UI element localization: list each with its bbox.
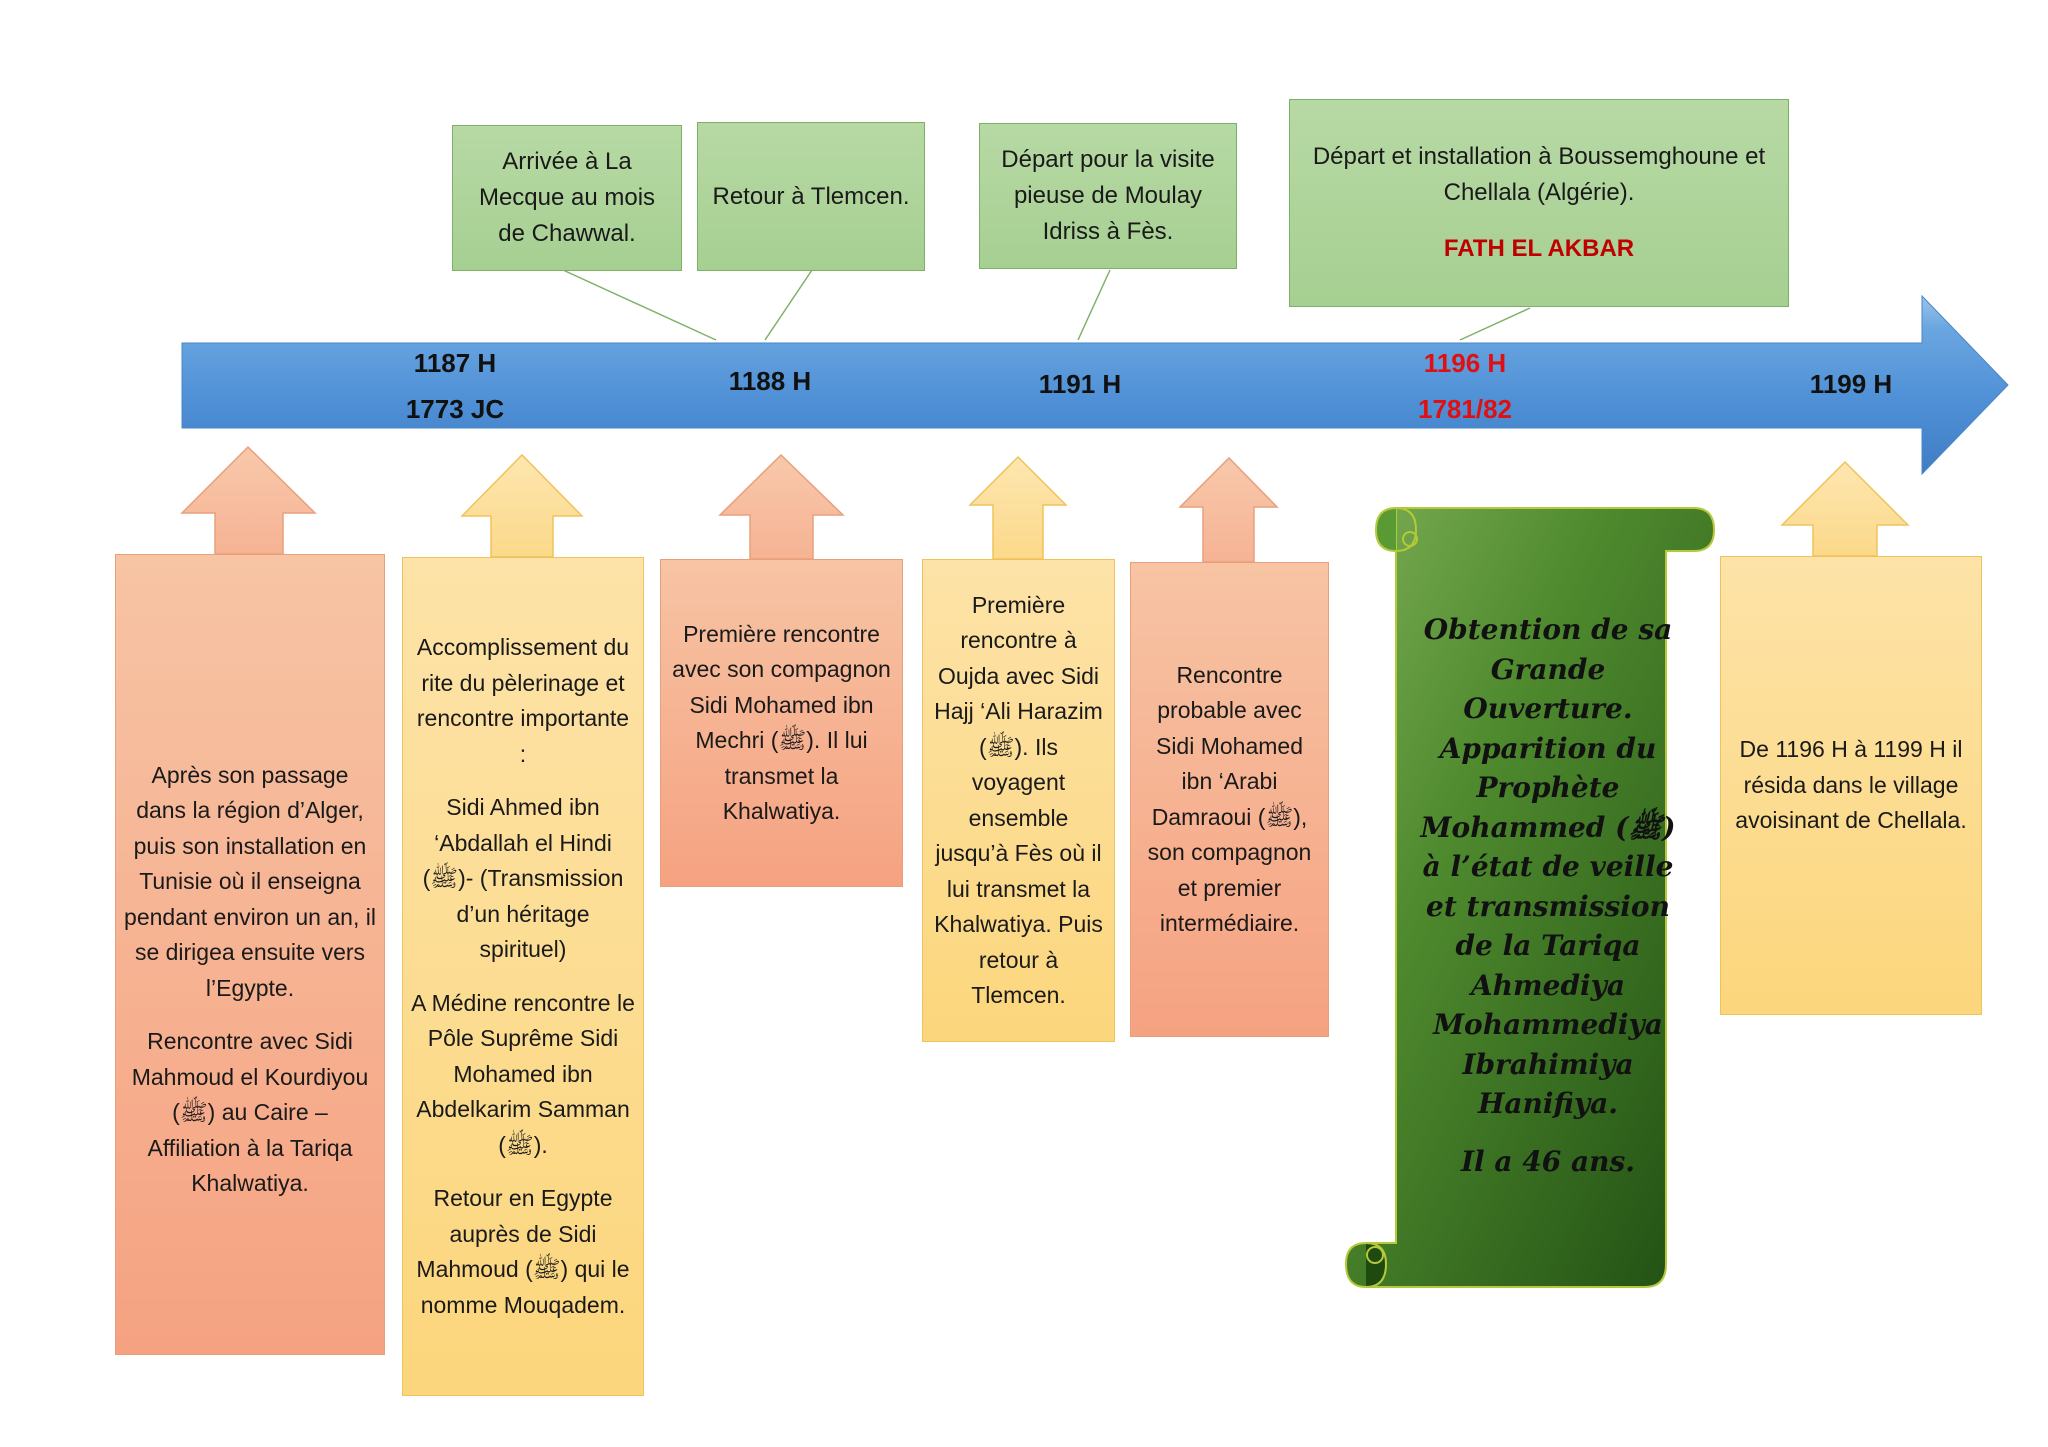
timeline-arrow — [181, 294, 2009, 476]
date-1199: 1199 H — [1786, 361, 1916, 407]
up-arrow-3 — [718, 453, 845, 560]
box-damraoui: Rencontre probable avec Sidi Mohamed ibn… — [1130, 562, 1329, 1037]
box-harazim-p1: Première rencontre à Oujda avec Sidi Haj… — [934, 591, 1103, 1009]
note-tlemcen-text: Retour à Tlemcen. — [712, 182, 910, 210]
fath-el-akbar-label: FATH EL AKBAR — [1443, 235, 1635, 262]
note-mecque: Arrivée à La Mecque au mois de Chawwal. — [452, 125, 682, 271]
note-connectors — [562, 269, 1531, 341]
date-1188: 1188 H — [700, 358, 840, 404]
date-1191: 1191 H — [1010, 361, 1150, 407]
note-mecque-text: Arrivée à La Mecque au mois de Chawwal. — [478, 148, 656, 247]
box-pelerinage: Accomplissement du rite du pèlerinage et… — [402, 557, 644, 1396]
box-alger-egypte-p1: Après son passage dans la région d’Alger… — [124, 761, 376, 1001]
note-tlemcen: Retour à Tlemcen. — [697, 122, 925, 271]
box-alger-egypte: Après son passage dans la région d’Alger… — [115, 554, 385, 1355]
note-boussemghoune: Départ et installation à Boussemghoune e… — [1289, 99, 1789, 307]
date-1196-h: 1196 H — [1423, 348, 1507, 378]
up-arrow-2 — [460, 453, 584, 558]
up-arrow-4 — [968, 455, 1068, 560]
date-1191-h: 1191 H — [1038, 369, 1122, 399]
note-fes: Départ pour la visite pieuse de Moulay I… — [979, 123, 1237, 269]
up-arrow-7 — [1780, 460, 1910, 557]
box-chellala: De 1196 H à 1199 H il résida dans le vil… — [1720, 556, 1982, 1015]
box-mechri: Première rencontre avec son compagnon Si… — [660, 559, 903, 887]
scroll-text-p1: Obtention de sa Grande Ouverture. Appari… — [1420, 613, 1676, 1120]
note-fes-text: Départ pour la visite pieuse de Moulay I… — [1001, 146, 1215, 245]
date-1188-h: 1188 H — [728, 366, 812, 396]
box-alger-egypte-p2: Rencontre avec Sidi Mahmoud el Kourdiyou… — [131, 1028, 369, 1196]
box-pelerinage-p3: A Médine rencontre le Pôle Suprême Sidi … — [411, 989, 635, 1158]
date-1199-h: 1199 H — [1809, 369, 1893, 399]
box-mechri-p1: Première rencontre avec son compagnon Si… — [672, 620, 891, 825]
box-pelerinage-p4: Retour en Egypte auprès de Sidi Mahmoud … — [416, 1185, 630, 1318]
box-damraoui-p1: Rencontre probable avec Sidi Mohamed ibn… — [1147, 661, 1312, 937]
box-pelerinage-p1: Accomplissement du rite du pèlerinage et… — [416, 634, 630, 767]
date-1196-jc: 1781/82 — [1418, 394, 1512, 424]
box-pelerinage-p2: Sidi Ahmed ibn ‘Abdallah el Hindi (ﷺ)- (… — [422, 794, 624, 962]
date-1187: 1187 H 1773 JC — [380, 340, 530, 432]
date-1187-jc: 1773 JC — [405, 394, 505, 424]
scroll-text: Obtention de sa Grande Ouverture. Appari… — [1408, 610, 1688, 1199]
box-harazim: Première rencontre à Oujda avec Sidi Haj… — [922, 559, 1115, 1042]
up-arrow-5 — [1178, 456, 1279, 563]
scroll-text-p2: Il a 46 ans. — [1460, 1144, 1636, 1178]
up-arrow-1 — [180, 445, 317, 555]
box-chellala-p1: De 1196 H à 1199 H il résida dans le vil… — [1735, 736, 1967, 834]
date-1187-h: 1187 H — [413, 348, 497, 378]
scroll-shape — [1344, 507, 1716, 1288]
note-boussemghoune-text: Départ et installation à Boussemghoune e… — [1312, 143, 1766, 206]
date-1196: 1196 H 1781/82 — [1390, 340, 1540, 432]
